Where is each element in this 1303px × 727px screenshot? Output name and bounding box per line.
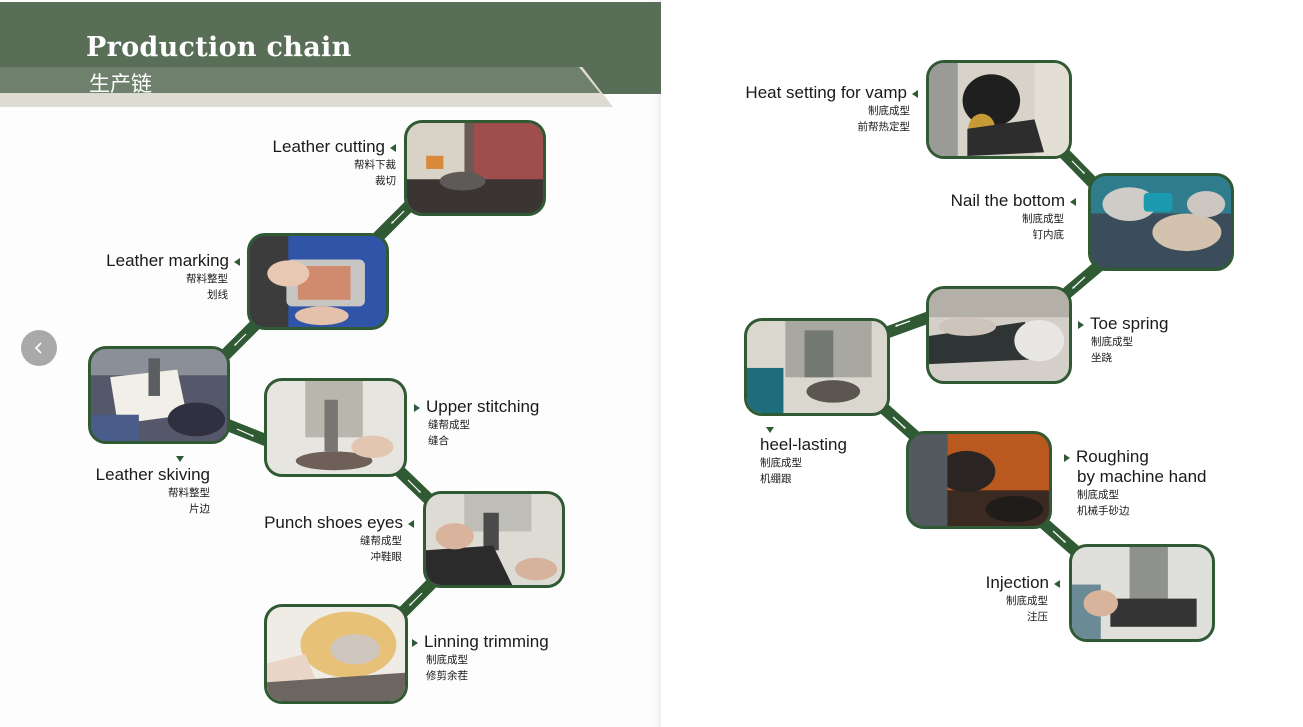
triangle-right-icon bbox=[414, 403, 420, 412]
photo-linning-trimming bbox=[264, 604, 408, 704]
photo-upper-stitching bbox=[264, 378, 407, 477]
triangle-left-icon bbox=[408, 519, 414, 528]
triangle-left-icon bbox=[1070, 197, 1076, 206]
triangle-left-icon bbox=[912, 89, 918, 98]
step-title: Nail the bottom bbox=[950, 191, 1065, 210]
triangle-left-icon bbox=[1054, 579, 1060, 588]
page-title-cn: 生产链 bbox=[89, 73, 152, 96]
step-cn-1: 制底成型 bbox=[760, 457, 802, 469]
step-label-linning-trimming: Linning trimming 制底成型 修剪余茬 bbox=[412, 632, 549, 684]
step-cn-2: 修剪余茬 bbox=[426, 670, 468, 682]
header-mid-stripe bbox=[0, 67, 600, 93]
step-cn-1: 缝帮成型 bbox=[428, 419, 470, 431]
photo-leather-cutting bbox=[404, 120, 546, 216]
photo-punch-shoes-eyes bbox=[423, 491, 565, 588]
step-label-injection: Injection 制底成型 注压 bbox=[930, 573, 1060, 625]
step-cn-1: 制底成型 bbox=[1022, 213, 1064, 225]
step-cn-1: 缝帮成型 bbox=[360, 535, 402, 547]
step-title-line-2: by machine hand bbox=[1077, 467, 1207, 486]
step-title: Leather marking bbox=[106, 251, 229, 270]
step-label-leather-skiving: Leather skiving 帮料整型 片边 bbox=[40, 465, 210, 517]
page-title: Production chain bbox=[86, 32, 352, 63]
step-label-heat-setting: Heat setting for vamp 制底成型 前帮热定型 bbox=[700, 83, 918, 135]
step-label-nail-bottom: Nail the bottom 制底成型 钉内底 bbox=[880, 191, 1076, 243]
triangle-left-icon bbox=[390, 143, 396, 152]
triangle-down-icon bbox=[766, 426, 774, 433]
step-title: Upper stitching bbox=[426, 397, 540, 416]
step-title: Injection bbox=[985, 573, 1049, 592]
triangle-right-icon bbox=[1078, 320, 1084, 329]
triangle-down-icon bbox=[176, 455, 184, 462]
step-cn-2: 钉内底 bbox=[1032, 229, 1065, 241]
photo-nail-bottom bbox=[1088, 173, 1234, 271]
step-label-upper-stitching: Upper stitching 缝帮成型 缝合 bbox=[414, 397, 539, 449]
step-cn-2: 划线 bbox=[207, 289, 228, 301]
step-cn-2: 机械手砂边 bbox=[1077, 505, 1130, 517]
step-cn-2: 坐跷 bbox=[1091, 352, 1112, 364]
step-cn-2: 注压 bbox=[1027, 611, 1048, 623]
step-title: Leather cutting bbox=[272, 137, 385, 156]
photo-roughing bbox=[906, 431, 1052, 529]
step-cn-1: 制底成型 bbox=[426, 654, 468, 666]
triangle-left-icon bbox=[234, 257, 240, 266]
step-cn-2: 缝合 bbox=[428, 435, 449, 447]
step-label-punch-shoes-eyes: Punch shoes eyes 缝帮成型 冲鞋眼 bbox=[200, 513, 414, 565]
step-cn-2: 片边 bbox=[189, 503, 210, 515]
step-cn-1: 制底成型 bbox=[1077, 489, 1119, 501]
step-label-toe-spring: Toe spring 制底成型 坐跷 bbox=[1078, 314, 1168, 366]
step-cn-1: 制底成型 bbox=[1006, 595, 1048, 607]
photo-injection bbox=[1069, 544, 1215, 642]
photo-leather-skiving bbox=[88, 346, 230, 444]
step-cn-1: 帮料整型 bbox=[168, 487, 210, 499]
step-label-leather-marking: Leather marking 帮料整型 划线 bbox=[40, 251, 240, 303]
step-cn-1: 帮料下裁 bbox=[354, 159, 396, 171]
photo-leather-marking bbox=[247, 233, 389, 330]
step-label-heel-lasting: heel-lasting 制底成型 机绷跟 bbox=[760, 435, 847, 487]
step-cn-1: 制底成型 bbox=[868, 105, 910, 117]
step-title: Toe spring bbox=[1090, 314, 1169, 333]
prev-page-button[interactable] bbox=[21, 330, 57, 366]
step-marker-leather-skiving bbox=[176, 450, 184, 468]
step-title: Leather skiving bbox=[95, 465, 210, 484]
step-cn-2: 裁切 bbox=[375, 175, 396, 187]
step-label-roughing: Roughing by machine hand 制底成型 机械手砂边 bbox=[1064, 447, 1206, 519]
photo-heel-lasting bbox=[744, 318, 890, 416]
chevron-left-icon bbox=[34, 342, 42, 354]
step-title: Heat setting for vamp bbox=[745, 83, 907, 102]
step-label-leather-cutting: Leather cutting 帮料下裁 裁切 bbox=[200, 137, 396, 189]
step-title: heel-lasting bbox=[760, 435, 847, 454]
step-marker-heel-lasting bbox=[766, 421, 774, 439]
step-cn-2: 机绷跟 bbox=[760, 473, 792, 485]
triangle-right-icon bbox=[1064, 453, 1070, 462]
photo-heat-setting bbox=[926, 60, 1072, 159]
triangle-right-icon bbox=[412, 638, 418, 647]
photo-toe-spring bbox=[926, 286, 1072, 384]
step-cn-1: 帮料整型 bbox=[186, 273, 228, 285]
step-cn-1: 制底成型 bbox=[1091, 336, 1133, 348]
step-title: Linning trimming bbox=[424, 632, 549, 651]
step-cn-2: 前帮热定型 bbox=[857, 121, 911, 133]
step-title-line-1: Roughing bbox=[1076, 447, 1149, 466]
step-cn-2: 冲鞋眼 bbox=[370, 551, 403, 563]
step-title: Punch shoes eyes bbox=[264, 513, 403, 532]
